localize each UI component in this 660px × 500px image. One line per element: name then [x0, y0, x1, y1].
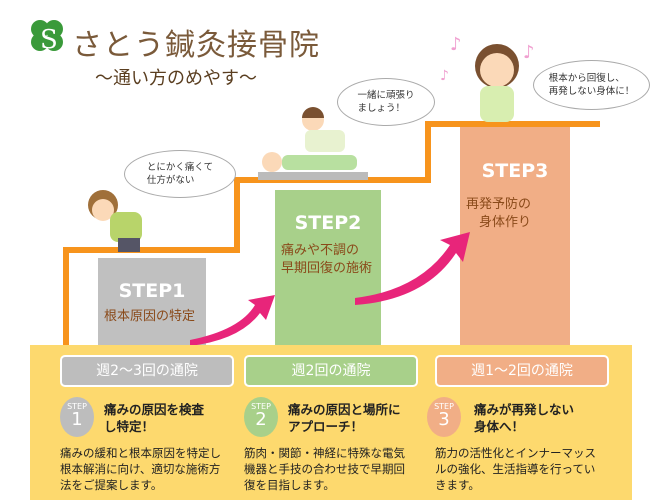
svg-text:♪: ♪	[523, 42, 535, 63]
step3-frequency: 週1～2回の通院	[435, 355, 609, 387]
arrow-icon	[190, 295, 275, 346]
step2-title: STEP2	[294, 212, 362, 234]
step1-body: 痛みの緩和と根本原因を特定し 根本解消に向け、適切な施術方 法をご提案します。	[60, 446, 221, 492]
happy-patient-icon: ♪♪♪	[440, 34, 535, 122]
therapist-and-patient-icon	[258, 107, 368, 180]
step2-desc: 痛みや不調の 早期回復の施術	[281, 243, 373, 276]
step1-title: STEP1	[118, 280, 186, 302]
step3-column: STEP3 再発予防の 身体作り	[460, 125, 570, 346]
step3-desc: 再発予防の 身体作り	[466, 197, 532, 230]
step2-frequency: 週2回の通院	[244, 355, 418, 387]
clover-logo-icon: S	[28, 18, 68, 55]
happy-patient-speech-bubble: 根本から回復し、 再発しない身体に！	[533, 60, 650, 110]
clinic-name: さとう鍼灸接骨院	[72, 28, 320, 63]
page-subtitle: ～通い方のめやす～	[95, 68, 257, 89]
patient-in-pain-icon	[88, 190, 142, 252]
step1-column: STEP1 根本原因の特定	[98, 258, 206, 346]
patient-speech-bubble: とにかく痛くて 仕方がない	[124, 150, 236, 198]
step1-frequency: 週2～3回の通院	[60, 355, 234, 387]
step3-headline: 痛みが再発しない 身体へ！	[474, 402, 575, 434]
step3-title: STEP3	[481, 160, 549, 182]
svg-text:♪: ♪	[450, 34, 462, 55]
staircase-line: ♪♪♪	[63, 34, 600, 346]
step1-desc: 根本原因の特定	[104, 309, 196, 324]
therapist-speech-bubble: 一緒に頑張り ましょう！	[337, 78, 435, 126]
svg-text:♪: ♪	[440, 68, 449, 84]
step2-headline: 痛みの原因と場所に アプローチ！	[288, 402, 401, 434]
step3-body: 筋力の活性化とインナーマッス ルの強化、生活指導を行ってい きます。	[435, 446, 596, 492]
arrow-icon	[355, 232, 470, 305]
svg-text:S: S	[40, 25, 58, 54]
step2-column: STEP2 痛みや不調の 早期回復の施術	[275, 190, 381, 346]
step1-headline: 痛みの原因を検査 し特定！	[104, 402, 205, 434]
step2-body: 筋肉・関節・神経に特殊な電気 機器と手技の合わせ技で早期回 復を目指します。	[244, 446, 405, 492]
